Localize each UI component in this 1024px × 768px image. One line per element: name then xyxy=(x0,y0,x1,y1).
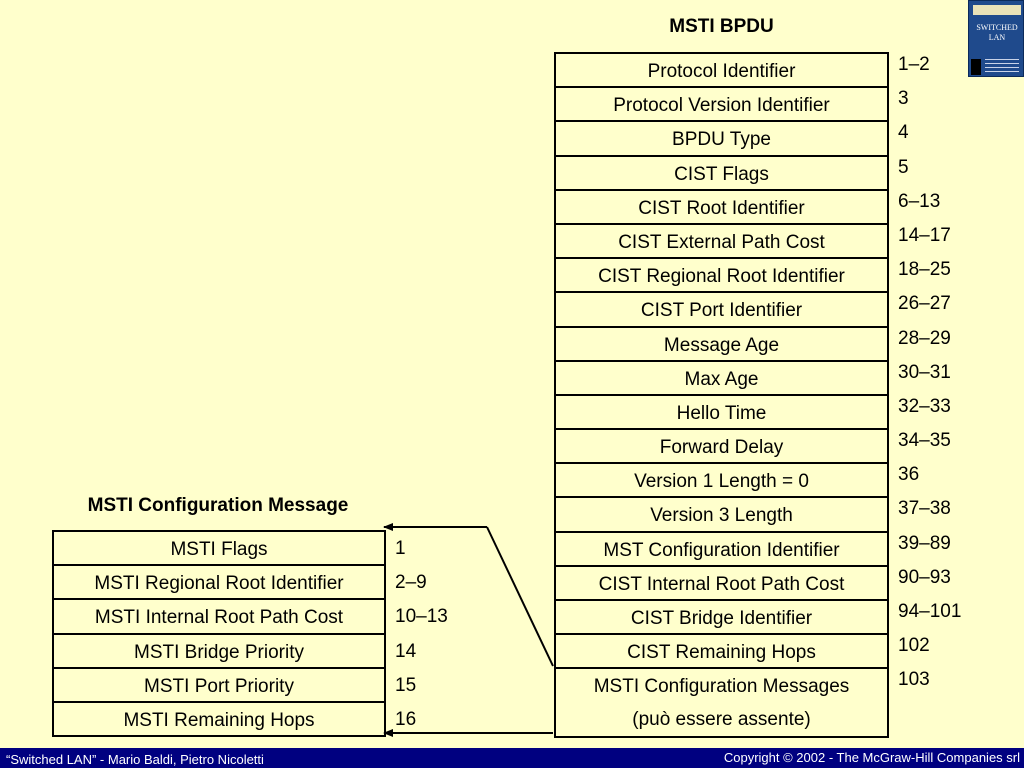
bpdu-field: Forward Delay xyxy=(556,430,887,465)
footer-copyright: Copyright © 2002 - The McGraw-Hill Compa… xyxy=(723,750,1020,765)
bpdu-field: CIST Remaining Hops xyxy=(556,635,887,670)
msti-offset: 1 xyxy=(395,538,406,559)
msti-config-title: MSTI Configuration Message xyxy=(87,495,349,516)
bpdu-offset: 6–13 xyxy=(898,190,941,212)
bpdu-field: MST Configuration Identifier xyxy=(556,533,887,567)
bpdu-offset: 14–17 xyxy=(898,224,951,246)
footer-credits: “Switched LAN” - Mario Baldi, Pietro Nic… xyxy=(6,752,264,767)
bpdu-field: Max Age xyxy=(556,362,887,396)
bpdu-field: CIST Flags xyxy=(556,157,887,191)
expansion-connector xyxy=(383,523,554,737)
bpdu-offset: 36 xyxy=(898,464,920,486)
msti-field-table: MSTI Flags MSTI Regional Root Identifier… xyxy=(52,530,386,738)
bpdu-field: CIST External Path Cost xyxy=(556,225,887,260)
msti-field: MSTI Regional Root Identifier xyxy=(54,566,384,601)
bpdu-offset: 39–89 xyxy=(898,532,951,554)
bpdu-field-table: Protocol Identifier Protocol Version Ide… xyxy=(554,52,889,738)
bpdu-offset: 26–27 xyxy=(898,293,951,315)
msti-offset: 2–9 xyxy=(395,572,427,594)
bpdu-field: Version 3 Length xyxy=(556,498,887,533)
bpdu-offset-column: 1–2 3 4 5 6–13 14–17 18–25 26–27 28–29 3… xyxy=(898,52,961,702)
bpdu-field: Message Age xyxy=(556,328,887,362)
msti-field: MSTI Remaining Hops xyxy=(54,703,384,738)
msti-offset: 14 xyxy=(395,640,417,662)
bpdu-field: BPDU Type xyxy=(556,122,887,157)
bpdu-field-msti-messages: MSTI Configuration Messages xyxy=(593,676,850,698)
msti-field: MSTI Bridge Priority xyxy=(54,635,384,669)
bpdu-offset: 18–25 xyxy=(898,259,951,281)
msti-offset-column: 1 2–9 10–13 14 15 16 xyxy=(395,530,448,735)
bpdu-field: CIST Internal Root Path Cost xyxy=(556,567,887,601)
book-cover-icon: SWITCHED LAN xyxy=(968,0,1024,77)
bpdu-field: CIST Regional Root Identifier xyxy=(556,259,887,294)
bpdu-title: MSTI BPDU xyxy=(669,16,774,37)
bpdu-offset: 3 xyxy=(898,88,909,110)
book-logo-text: SWITCHED LAN xyxy=(976,23,1018,42)
bpdu-offset: 37–38 xyxy=(898,498,951,520)
msti-field: MSTI Flags xyxy=(54,532,384,567)
bpdu-field: Hello Time xyxy=(556,396,887,431)
footer-bar: “Switched LAN” - Mario Baldi, Pietro Nic… xyxy=(0,748,1024,768)
bpdu-field: CIST Root Identifier xyxy=(556,191,887,225)
bpdu-offset: 90–93 xyxy=(898,566,951,588)
bpdu-offset: 5 xyxy=(898,156,909,178)
bpdu-field-msti-messages-note: (può essere assente) xyxy=(556,704,887,738)
bpdu-offset: 28–29 xyxy=(898,327,951,349)
bpdu-offset: 32–33 xyxy=(898,395,951,417)
bpdu-offset: 1–2 xyxy=(898,54,930,75)
bpdu-offset: 94–101 xyxy=(898,601,962,622)
msti-field: MSTI Port Priority xyxy=(54,669,384,703)
bpdu-field: Protocol Identifier xyxy=(556,54,887,89)
msti-offset: 16 xyxy=(395,708,417,730)
msti-offset: 15 xyxy=(395,674,417,696)
bpdu-offset: 102 xyxy=(898,635,930,657)
bpdu-offset: 4 xyxy=(898,122,909,144)
msti-field: MSTI Internal Root Path Cost xyxy=(54,600,384,635)
bpdu-field: CIST Bridge Identifier xyxy=(556,601,887,636)
bpdu-field: Version 1 Length = 0 xyxy=(556,464,887,499)
msti-offset: 10–13 xyxy=(395,606,448,628)
bpdu-offset: 30–31 xyxy=(898,361,951,383)
bpdu-field: CIST Port Identifier xyxy=(556,293,887,328)
bpdu-offset: 34–35 xyxy=(898,430,951,452)
bpdu-field: Protocol Version Identifier xyxy=(556,88,887,123)
bpdu-offset: 103 xyxy=(898,669,930,691)
connector-diagonal-line xyxy=(486,526,554,667)
